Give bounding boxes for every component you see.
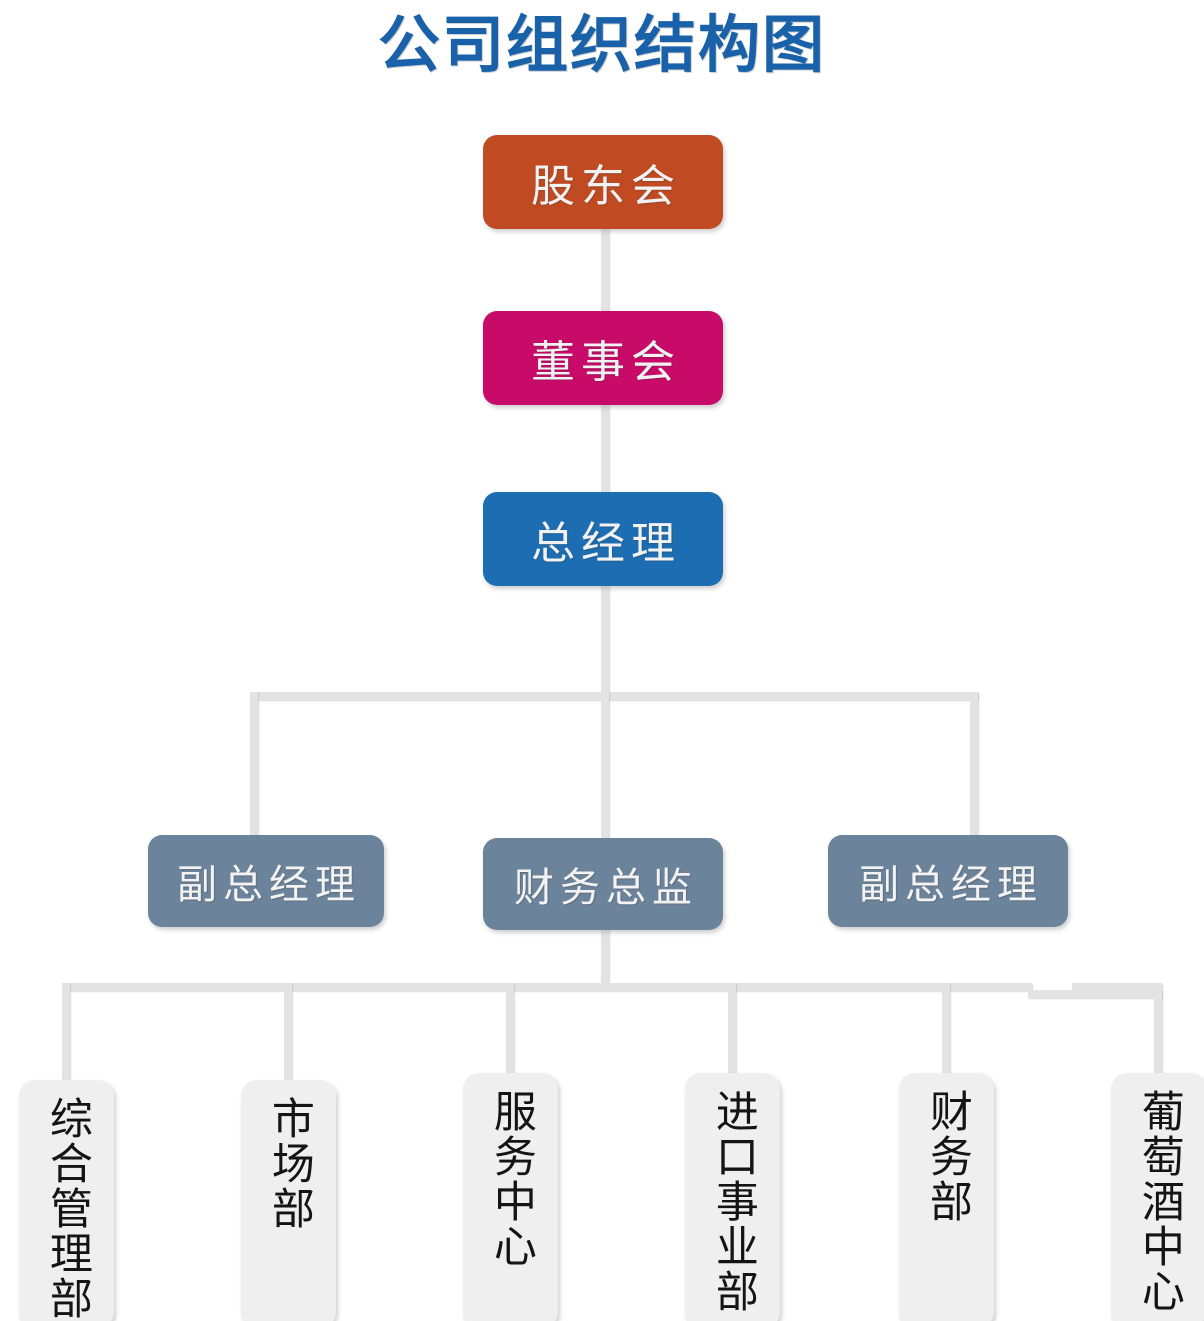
connector-gm-to-bus xyxy=(601,580,609,696)
node-dept-finance-label: 财务部 xyxy=(922,1089,973,1224)
connector-bus-level5-a xyxy=(62,983,1032,991)
connector-drop-dept-1 xyxy=(62,983,70,1087)
connector-bus-level5-link xyxy=(1028,990,1162,998)
node-board-of-directors-label: 董事会 xyxy=(531,337,681,388)
node-board-of-directors[interactable]: 董事会 xyxy=(483,311,723,405)
node-deputy-general-manager-left-label: 副总经理 xyxy=(177,862,361,908)
node-shareholders-meeting[interactable]: 股东会 xyxy=(483,135,723,229)
page-title: 公司组织结构图 xyxy=(377,8,826,81)
connector-drop-dept-4 xyxy=(728,983,736,1087)
connector-drop-dept-2 xyxy=(284,983,292,1087)
node-shareholders-meeting-label: 股东会 xyxy=(531,161,681,212)
connector-cfo-to-dept-bus xyxy=(601,925,609,987)
connector-shareholders-to-board xyxy=(601,228,609,313)
connector-bus-level4 xyxy=(250,692,978,700)
node-deputy-general-manager-right-label: 副总经理 xyxy=(859,862,1043,908)
node-dept-wine-center[interactable]: 葡萄酒中心 xyxy=(1111,1073,1204,1321)
connector-bus-level5-b xyxy=(1072,983,1162,991)
node-cfo-label: 财务总监 xyxy=(514,865,698,911)
connector-drop-vgm-right xyxy=(970,692,978,837)
node-dept-general-administration-label: 综合管理部 xyxy=(42,1096,93,1321)
node-deputy-general-manager-left[interactable]: 副总经理 xyxy=(148,835,384,927)
node-general-manager-label: 总经理 xyxy=(531,518,681,569)
node-dept-service-center-label: 服务中心 xyxy=(486,1089,537,1269)
connector-drop-vgm-left xyxy=(250,692,258,837)
node-cfo[interactable]: 财务总监 xyxy=(483,838,723,930)
connector-drop-dept-6 xyxy=(1154,990,1162,1087)
node-dept-import-division[interactable]: 进口事业部 xyxy=(685,1073,780,1321)
node-dept-marketing-label: 市场部 xyxy=(264,1096,315,1231)
node-dept-import-division-label: 进口事业部 xyxy=(708,1089,759,1314)
node-general-manager[interactable]: 总经理 xyxy=(483,492,723,586)
node-deputy-general-manager-right[interactable]: 副总经理 xyxy=(828,835,1068,927)
connector-drop-cfo xyxy=(601,692,609,837)
connector-board-to-gm xyxy=(601,403,609,497)
node-dept-marketing[interactable]: 市场部 xyxy=(241,1080,336,1321)
node-dept-finance[interactable]: 财务部 xyxy=(899,1073,994,1321)
connector-drop-dept-3 xyxy=(506,983,514,1087)
node-dept-service-center[interactable]: 服务中心 xyxy=(463,1073,558,1321)
connector-drop-dept-5 xyxy=(942,983,950,1087)
node-dept-wine-center-label: 葡萄酒中心 xyxy=(1134,1089,1185,1314)
node-dept-general-administration[interactable]: 综合管理部 xyxy=(19,1080,114,1321)
